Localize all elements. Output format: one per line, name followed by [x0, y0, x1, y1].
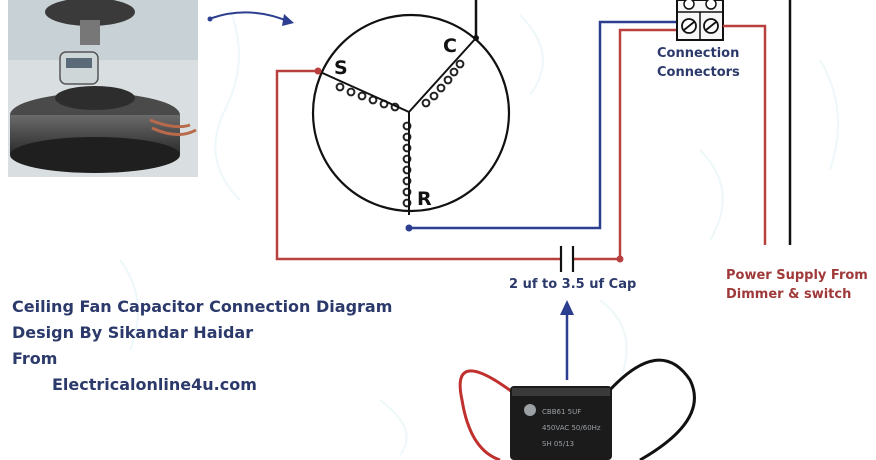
fan-motor-photo: [8, 0, 198, 177]
top-arrow: [211, 11, 291, 23]
caption-designer: Design By Sikandar Haidar: [12, 323, 253, 342]
terminal-title-line1: Connection: [657, 46, 739, 61]
red-wire-start: [275, 69, 560, 261]
power-supply-line2: Dimmer & switch: [726, 287, 851, 302]
caption-website: Electricalonline4u.com: [52, 375, 257, 394]
background-watermark: [119, 9, 839, 456]
motor-winding-circle: [311, 13, 511, 213]
start-junction: [314, 67, 322, 75]
caption-title: Ceiling Fan Capacitor Connection Diagram: [12, 297, 392, 316]
cap-junction: [616, 255, 624, 263]
terminal-block: [676, 0, 724, 41]
caption-from: From: [12, 349, 57, 368]
top-arrow-dot: [207, 16, 213, 22]
power-supply-wire-red: [723, 24, 767, 245]
start-winding-line: [317, 70, 410, 113]
run-label: R: [417, 188, 432, 210]
run-junction: [405, 224, 413, 232]
capacitor-label: 2 uf to 3.5 uf Cap: [509, 277, 636, 292]
capacitor-photo: CBB61 5UF 450VAC 50/60Hz SH 05/13: [458, 358, 696, 460]
capacitor-print-line1: CBB61 5UF: [542, 408, 581, 416]
common-label: C: [443, 35, 457, 57]
start-winding-coil: [335, 82, 400, 112]
top-arrowhead: [282, 14, 294, 26]
capacitor-arrowhead: [560, 300, 574, 315]
common-winding-coil: [421, 59, 465, 108]
capacitor-print-line2: 450VAC 50/60Hz: [542, 424, 601, 432]
blue-wire-run: [409, 20, 686, 230]
start-label: S: [334, 57, 348, 79]
run-winding-coil: [402, 121, 412, 208]
common-winding-line: [408, 37, 477, 113]
capacitor-print-line3: SH 05/13: [542, 440, 574, 448]
common-junction: [473, 35, 479, 41]
red-wire-capacitor: [574, 28, 686, 261]
power-supply-line1: Power Supply From: [726, 268, 868, 283]
terminal-title-line2: Connectors: [657, 65, 740, 80]
